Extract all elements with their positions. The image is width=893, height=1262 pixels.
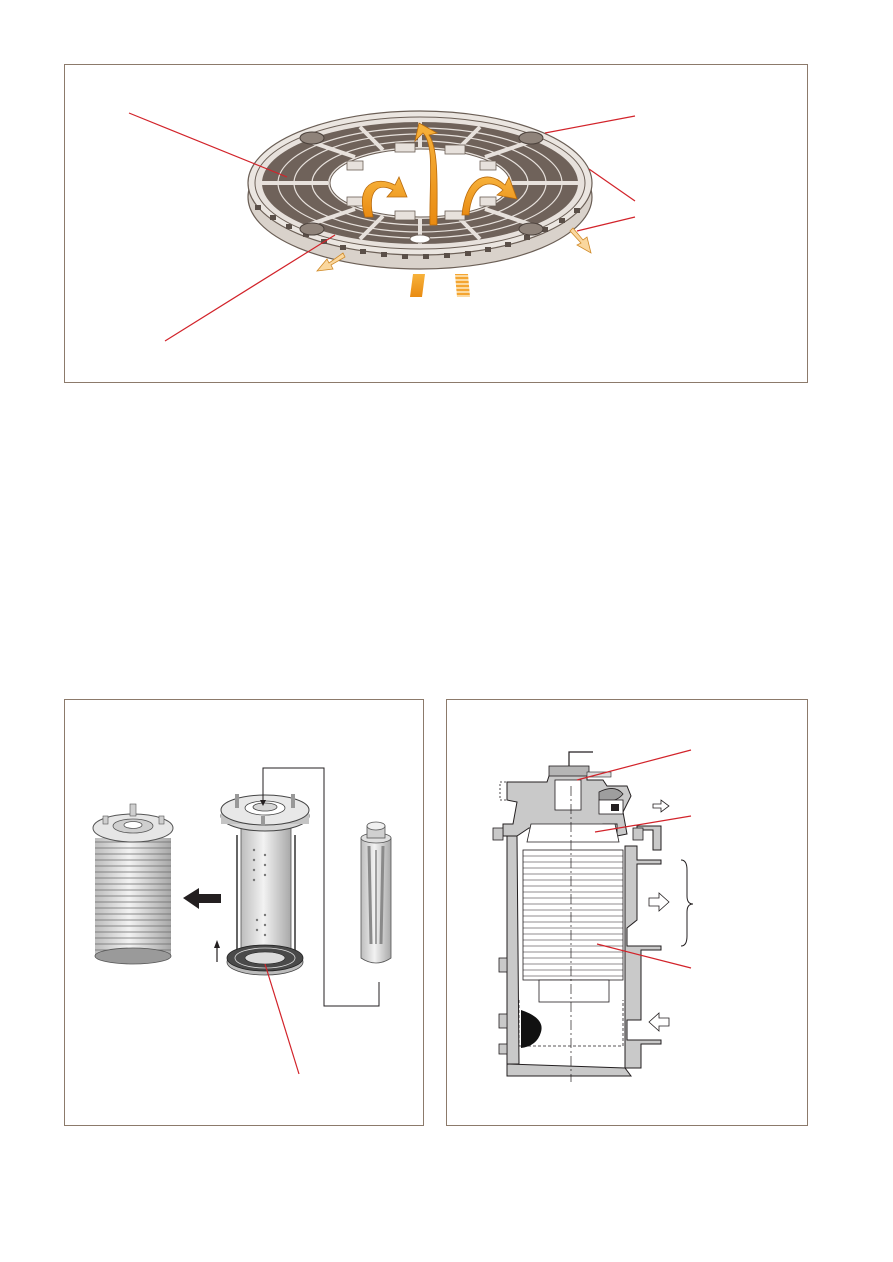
leader-lines — [128, 112, 636, 342]
core-tube-assembly — [220, 794, 310, 976]
cartridge-assembly-drawing — [92, 767, 392, 1075]
up-arrow-icon — [214, 940, 220, 962]
cartridge-assembly-figure — [64, 699, 424, 1126]
connector-line — [262, 767, 380, 1007]
brace — [680, 859, 694, 947]
leader-lines — [576, 749, 692, 969]
stacked-disc-cartridge — [92, 803, 174, 965]
curved-flow-arrow-icon — [362, 122, 518, 226]
insert-element — [360, 821, 392, 964]
disc-face — [254, 116, 586, 250]
filter-disc-drawing — [128, 110, 636, 342]
hollow-right-arrow-icon — [648, 799, 670, 912]
leader-line — [264, 963, 300, 1075]
hollow-left-arrow-icon — [648, 1012, 670, 1032]
filter-housing-drawing — [492, 749, 694, 1082]
outflow-arrow-icon — [316, 227, 592, 272]
drain-plug — [521, 1010, 542, 1048]
valve-assembly — [548, 751, 624, 815]
filter-housing-figure — [446, 699, 808, 1126]
inflow-arrow-icon — [410, 274, 470, 297]
solid-left-arrow-icon — [183, 888, 221, 909]
filter-element — [522, 823, 624, 1003]
filter-disc-figure — [64, 64, 808, 383]
